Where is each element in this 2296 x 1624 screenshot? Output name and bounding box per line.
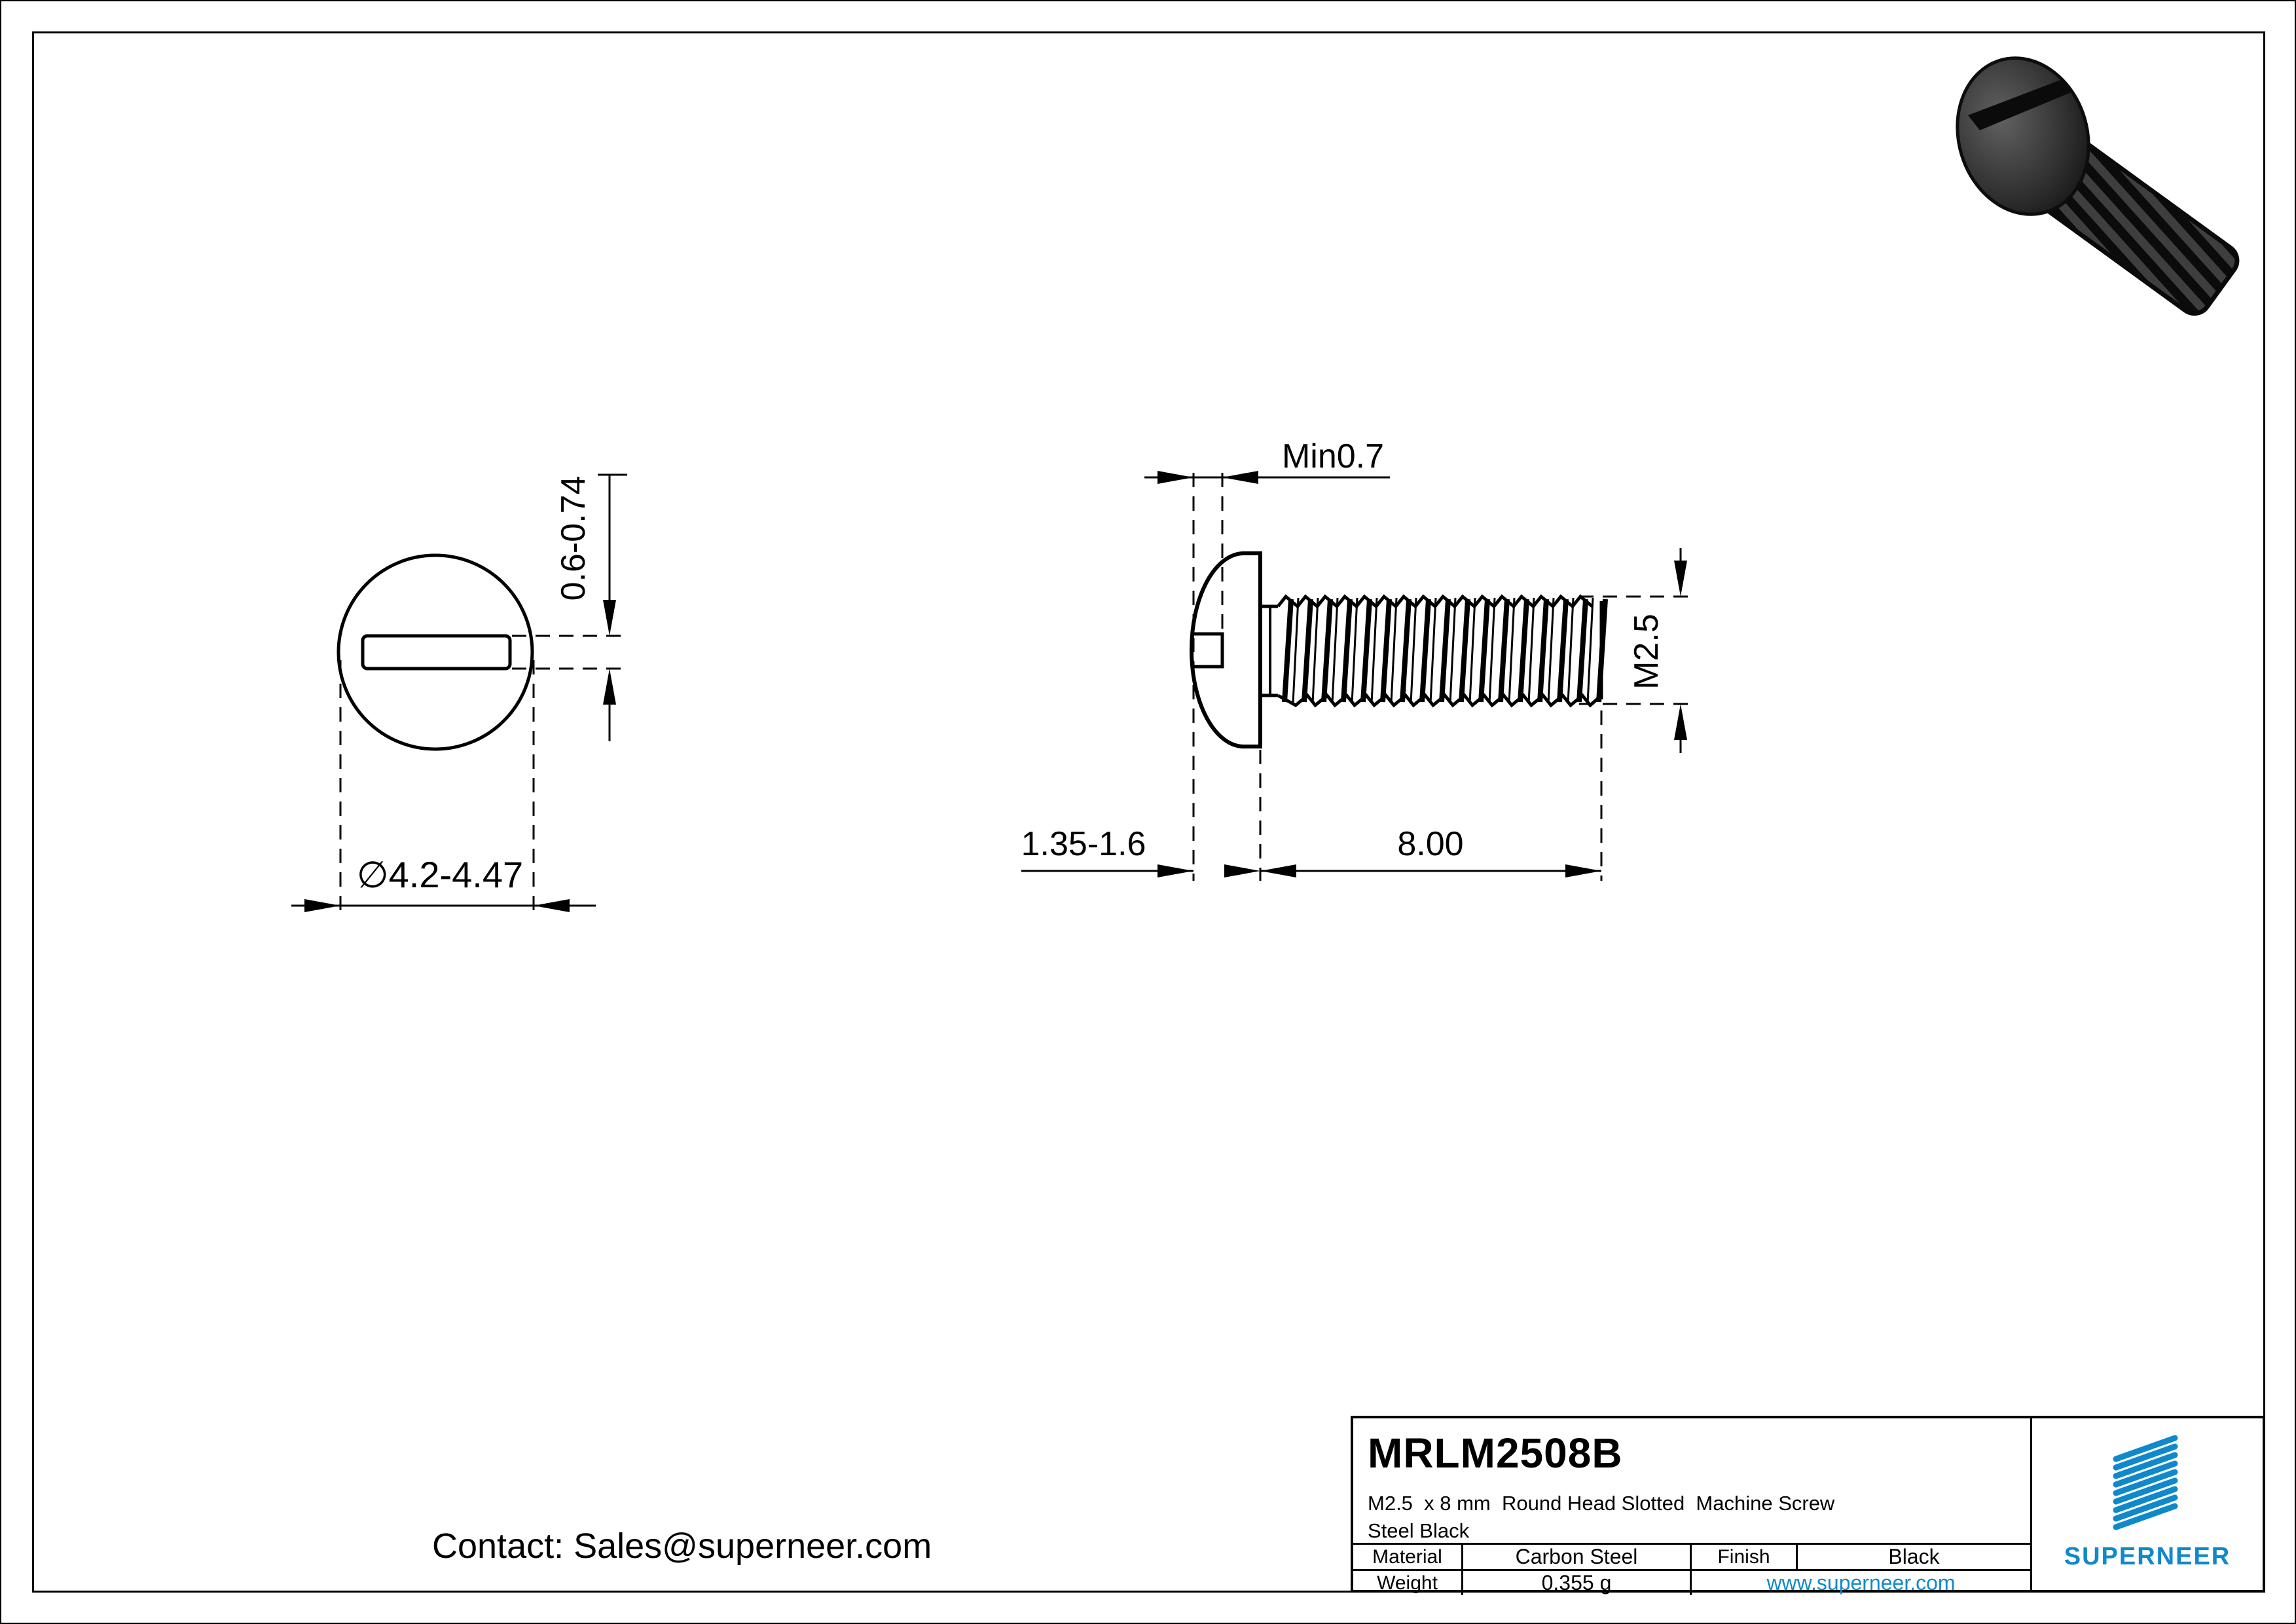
brand-logo-cell: SUPERNEER	[2032, 1418, 2263, 1590]
part-number: MRLM2508B	[1368, 1430, 1623, 1477]
weight-value: 0.355 g	[1463, 1571, 1692, 1595]
finish-value: Black	[1888, 1545, 1940, 1568]
weight-label: Weight	[1353, 1571, 1463, 1595]
dim-thread-size: M2.5	[1628, 614, 1666, 690]
part-description-line1: M2.5 x 8 mm Round Head Slotted Machine S…	[1368, 1492, 1835, 1515]
thread-flanks-thin	[1292, 597, 1594, 704]
dim-head-height: 1.35-1.6	[1021, 825, 1146, 863]
head-profile	[1190, 551, 1262, 748]
dim-slot-width: 0.6-0.74	[555, 476, 592, 601]
title-block-main: MRLM2508B M2.5 x 8 mm Round Head Slotted…	[1353, 1418, 2032, 1595]
material-value: Carbon Steel	[1463, 1545, 1692, 1569]
thread-flanks-thick	[1282, 599, 1608, 703]
finish-label: Finish	[1692, 1545, 1798, 1569]
slot-rect	[361, 634, 512, 671]
drawing-frame-border	[32, 31, 2265, 1593]
website-link[interactable]: www.superneer.com	[1766, 1571, 1956, 1595]
dim-thread-length: 8.00	[1397, 825, 1463, 863]
weight-website-row: Weight 0.355 g www.superneer.com	[1353, 1571, 2030, 1595]
title-block-description-area: MRLM2508B M2.5 x 8 mm Round Head Slotted…	[1353, 1418, 2030, 1545]
screw-3d-slot	[1968, 79, 2073, 130]
material-label: Material	[1353, 1545, 1463, 1569]
top-view-drawing: 0.6-0.74 ∅4.2-4.47	[291, 473, 627, 915]
screw-3d-image	[1956, 56, 2240, 316]
part-description-line2: Steel Black	[1368, 1519, 1470, 1542]
material-finish-row: Material Carbon Steel Finish Black	[1353, 1545, 2030, 1571]
dim-head-diameter: ∅4.2-4.47	[357, 854, 523, 895]
side-view-drawing: Min0.7 M2.5 1.35-1.6 8.00	[1021, 437, 1688, 881]
head-circle	[337, 553, 534, 751]
brand-name: SUPERNEER	[2064, 1543, 2231, 1570]
brand-logo-icon	[2113, 1435, 2178, 1530]
dim-slot-depth: Min0.7	[1282, 437, 1384, 475]
contact-info: Contact: Sales@superneer.com	[432, 1526, 932, 1566]
title-block: MRLM2508B M2.5 x 8 mm Round Head Slotted…	[1351, 1416, 2265, 1595]
